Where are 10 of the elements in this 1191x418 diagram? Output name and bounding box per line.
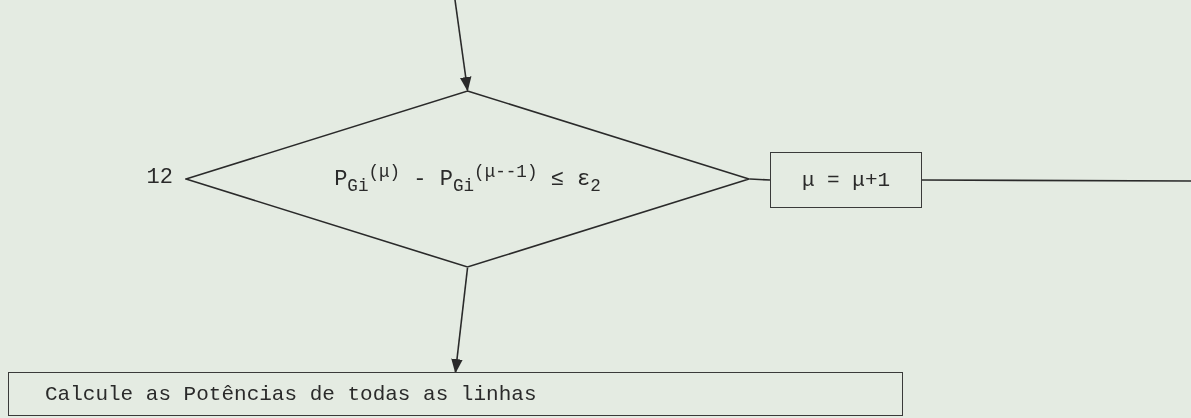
step-number: 12 (146, 165, 173, 190)
step-text: μ = μ+1 (801, 168, 891, 192)
process-box (770, 152, 922, 208)
connector-line (749, 178, 771, 181)
arrow (451, 267, 469, 374)
connector-line (921, 179, 1191, 182)
condition-text: P$_{Gi}$$^{(μ)}$ - P$_{Gi}$$^{(μ--1)}$ ≤ ε$_{2}$ (334, 162, 601, 196)
step-text: Calcule as Potências de todas as linhas (45, 382, 537, 406)
process-box (8, 372, 903, 416)
arrow (454, 0, 472, 92)
